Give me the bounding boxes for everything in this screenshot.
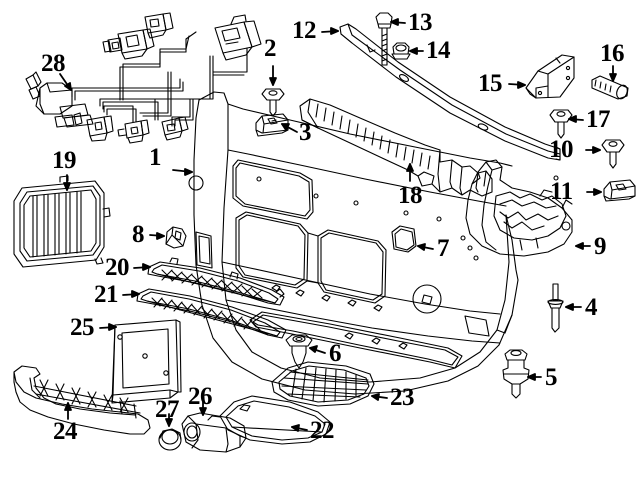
part-expansion-rivet-4 [547,283,564,333]
callout-18[interactable]: 18 [398,182,423,209]
callout-4[interactable]: 4 [585,294,598,321]
part-push-pin-rivet-2 [261,88,285,117]
callout-12[interactable]: 12 [292,17,317,44]
callout-arrows [59,18,617,432]
callout-19[interactable]: 19 [52,147,77,174]
part-splash-shield [465,159,573,257]
callout-23[interactable]: 23 [390,384,415,411]
part-energy-absorber [299,98,493,197]
part-sensor-cap [158,428,182,451]
part-lower-mesh-grille [271,361,375,407]
part-retaining-clip-8 [165,226,187,249]
part-push-pin-clip-10 [601,139,625,169]
part-guide-bracket-11 [603,179,636,202]
part-push-pin-clip-17 [549,109,573,139]
part-flange-nut-14 [391,42,411,60]
callout-13[interactable]: 13 [408,9,433,36]
callout-17[interactable]: 17 [586,106,611,133]
callout-8[interactable]: 8 [132,221,145,248]
callout-2[interactable]: 2 [264,35,277,62]
callout-25[interactable]: 25 [70,314,95,341]
callout-15[interactable]: 15 [478,70,503,97]
part-wiring-harness [25,12,262,144]
part-grille-insert-21 [136,288,287,339]
callout-7[interactable]: 7 [437,235,450,262]
callout-9[interactable]: 9 [594,233,607,260]
part-kidney-grille [13,175,111,268]
callout-20[interactable]: 20 [105,254,130,281]
callout-28[interactable]: 28 [41,50,66,77]
part-license-plate-bracket [111,319,182,404]
callout-3[interactable]: 3 [299,119,312,146]
part-crash-box-bracket [525,54,575,99]
callout-21[interactable]: 21 [94,281,119,308]
callout-26[interactable]: 26 [188,383,213,410]
part-pdc-sensor [181,412,247,453]
part-grommet-rivet-6 [285,334,313,369]
callout-6[interactable]: 6 [329,340,342,367]
part-tow-hook-cover [391,225,417,253]
callout-11[interactable]: 11 [550,178,573,205]
callout-5[interactable]: 5 [545,364,558,391]
callout-14[interactable]: 14 [426,37,451,64]
part-fog-light-trim [219,395,331,445]
callout-1[interactable]: 1 [149,144,162,171]
callout-24[interactable]: 24 [53,418,78,445]
callout-10[interactable]: 10 [549,136,574,163]
part-push-fastener-5 [502,349,530,399]
part-grille-insert-20 [147,257,285,306]
callout-16[interactable]: 16 [600,40,625,67]
part-bumper-cover [188,91,519,395]
callout-22[interactable]: 22 [310,417,335,444]
part-lower-center-grille [13,365,151,435]
part-hex-bolt-13 [375,12,393,66]
part-bolt-16 [591,75,629,100]
callout-27[interactable]: 27 [155,396,180,423]
part-impact-beam [339,23,561,161]
